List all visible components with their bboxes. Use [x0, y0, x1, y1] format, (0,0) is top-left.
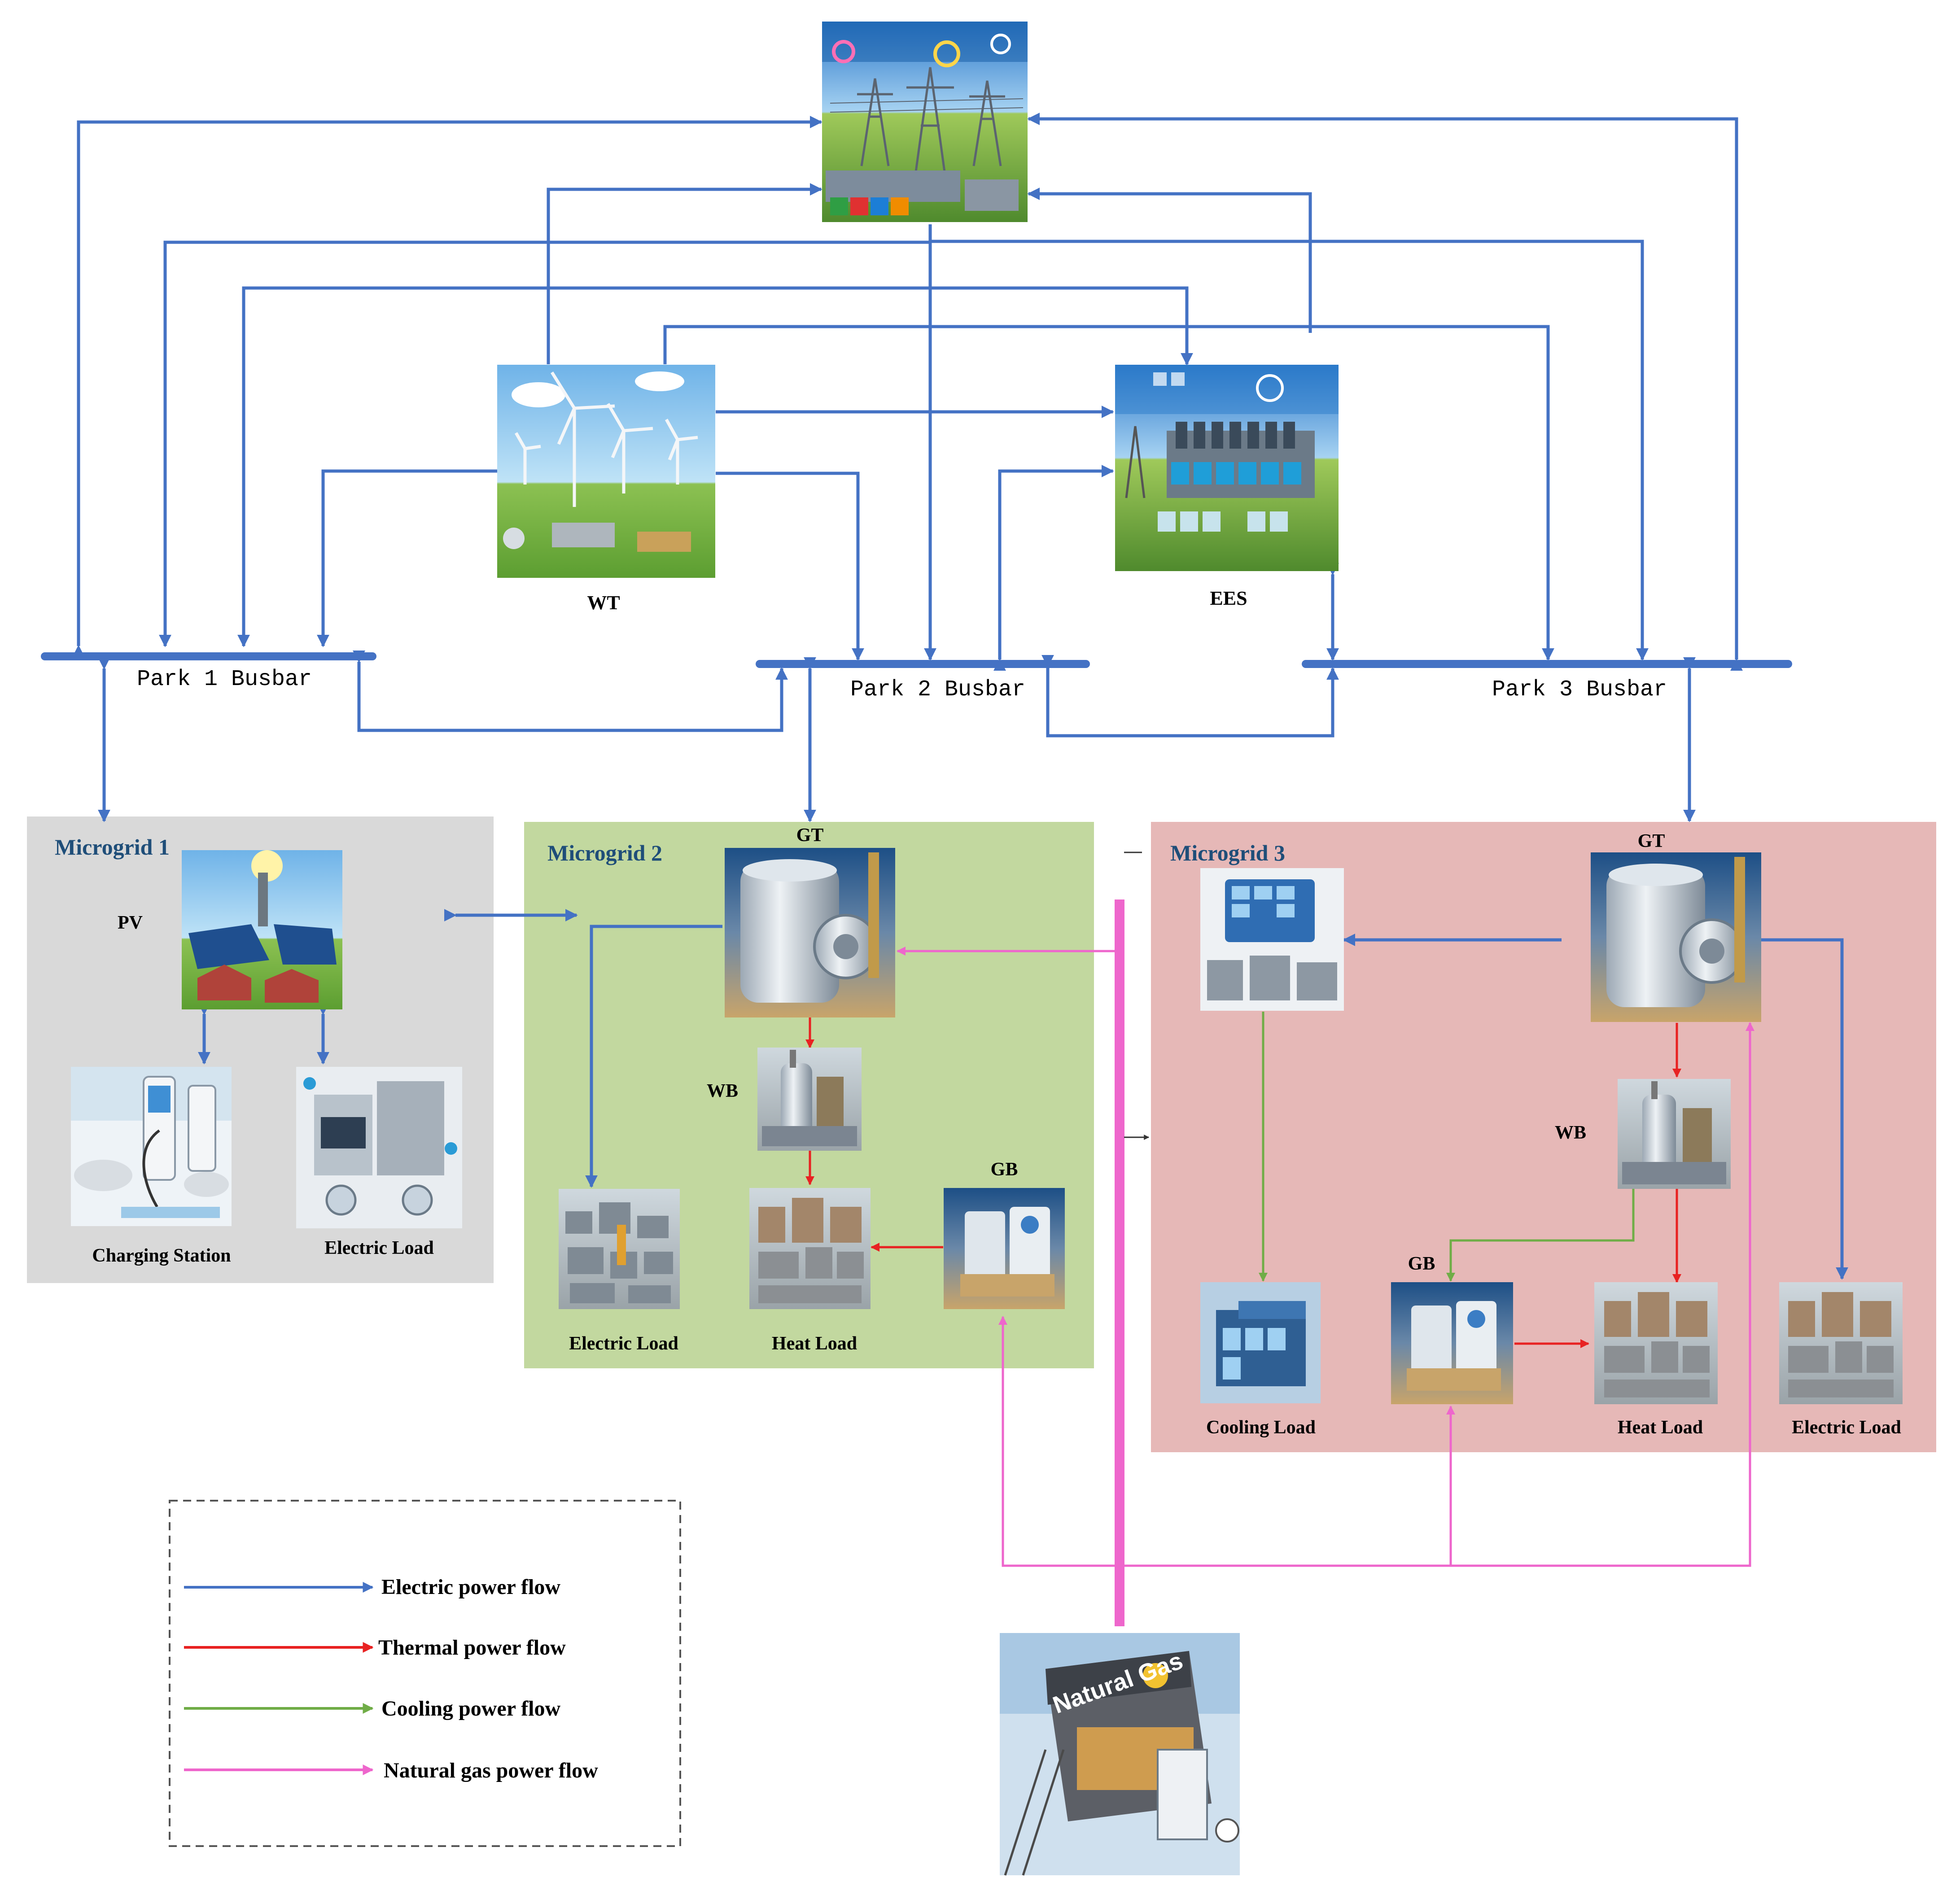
microgrid3-title: Microgrid 3	[1170, 840, 1285, 865]
legend-cooling-label: Cooling power flow	[381, 1697, 560, 1720]
park1-busbar-label: Park 1 Busbar	[137, 667, 312, 692]
mg2-heat-load-label: Heat Load	[772, 1333, 857, 1354]
cooling-flow-lines	[1259, 1012, 1635, 1282]
mg3-gas-boiler-picture	[1391, 1282, 1513, 1404]
mg2-wb-label: WB	[707, 1081, 738, 1101]
mg2-gt-label: GT	[796, 825, 824, 846]
park3-busbar-label: Park 3 Busbar	[1492, 677, 1667, 703]
wind-turbine-farm-picture	[497, 365, 715, 578]
mg3-electric-load-label: Electric Load	[1792, 1417, 1901, 1438]
mg1-electric-load-label: Electric Load	[324, 1238, 434, 1258]
charging-station-picture	[71, 1067, 232, 1226]
mg2-waste-heat-boiler-picture	[757, 1048, 862, 1151]
mg2-gas-turbine-picture	[725, 848, 895, 1017]
park2-busbar-label: Park 2 Busbar	[850, 677, 1025, 703]
pv-solar-picture	[182, 850, 342, 1009]
mg3-cooling-load-picture	[1200, 1282, 1321, 1403]
mg2-heat-load-picture	[749, 1188, 871, 1309]
mg2-electric-load-picture	[559, 1189, 680, 1309]
power-grid-substation-picture	[822, 22, 1028, 222]
mg1-electric-load-picture	[296, 1067, 462, 1228]
microgrid2-title: Microgrid 2	[547, 840, 662, 865]
mg3-cooling-load-label: Cooling Load	[1206, 1417, 1316, 1438]
mg3-waste-heat-boiler-picture	[1618, 1079, 1731, 1189]
mg3-electric-load-picture	[1779, 1282, 1903, 1404]
mg3-heat-load-label: Heat Load	[1618, 1417, 1703, 1438]
busbars	[41, 652, 1792, 668]
thermal-flow-lines	[805, 1017, 1681, 1348]
mg1-charging-station-label: Charging Station	[92, 1245, 231, 1266]
mg2-electric-load-label: Electric Load	[569, 1333, 678, 1354]
microgrid1-title: Microgrid 1	[55, 834, 170, 860]
mg2-gb-label: GB	[991, 1159, 1018, 1180]
gas-flow-lines	[897, 947, 1754, 1567]
legend-thermal-label: Thermal power flow	[378, 1636, 566, 1659]
wt-label: WT	[587, 592, 620, 614]
natural-gas-station-picture: Natural Gas	[1000, 1633, 1240, 1876]
mg3-heat-load-picture	[1594, 1282, 1718, 1404]
legend-border	[169, 1500, 681, 1847]
legend-electric-label: Electric power flow	[381, 1575, 560, 1599]
mg3-gb-label: GB	[1408, 1253, 1435, 1274]
mg3-absorption-chiller-picture	[1200, 868, 1344, 1011]
energy-storage-station-picture	[1115, 365, 1339, 571]
mg2-gas-boiler-picture	[944, 1188, 1065, 1309]
microgrid1-pv-label: PV	[118, 913, 143, 933]
mg3-gas-turbine-picture	[1591, 852, 1761, 1022]
mg3-gt-label: GT	[1638, 831, 1665, 851]
ees-label: EES	[1210, 587, 1247, 609]
legend: Electric power flow Thermal power flow C…	[169, 1500, 681, 1847]
legend-gas-label: Natural gas power flow	[384, 1759, 598, 1782]
mg3-wb-label: WB	[1555, 1122, 1586, 1143]
connector-line	[1124, 851, 1149, 1137]
electric-flow-lines	[72, 113, 1848, 1280]
